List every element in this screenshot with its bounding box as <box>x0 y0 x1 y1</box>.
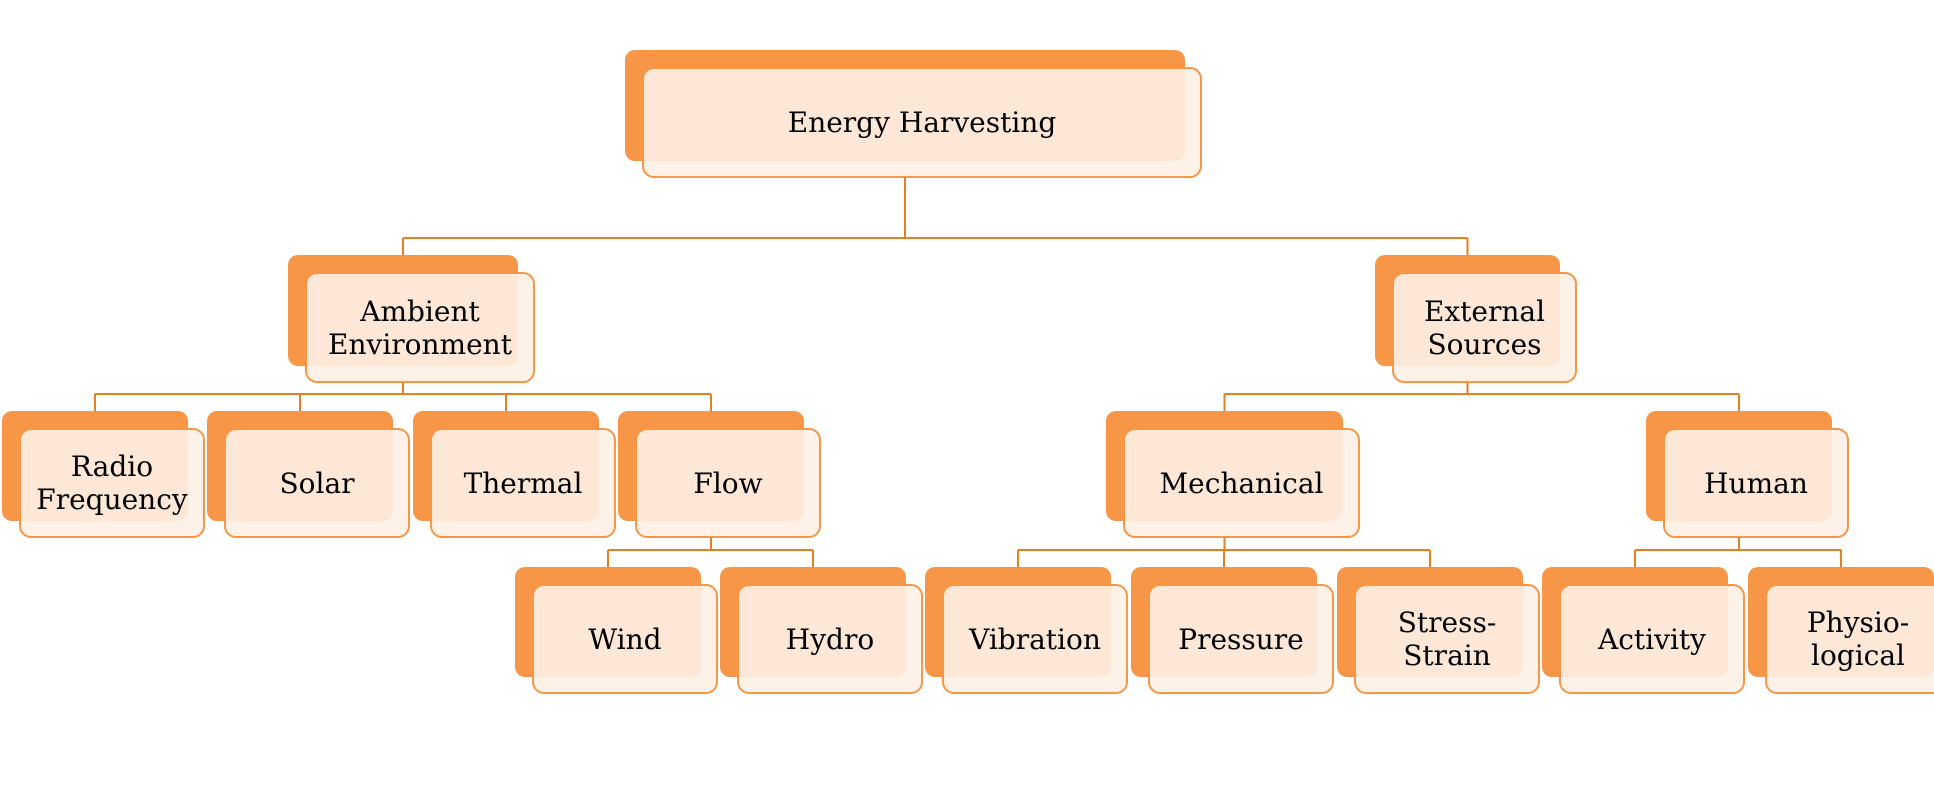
node-card: Vibration <box>942 584 1128 694</box>
node-label: Thermal <box>463 466 583 500</box>
node-card: Human <box>1663 428 1849 538</box>
node-card: Thermal <box>430 428 616 538</box>
node-card: Radio Frequency <box>19 428 205 538</box>
node-label: Solar <box>279 466 355 500</box>
node-card: Solar <box>224 428 410 538</box>
node-card: Mechanical <box>1123 428 1360 538</box>
node-card: Wind <box>532 584 718 694</box>
node-thermal: Thermal <box>413 411 616 552</box>
node-card: Energy Harvesting <box>642 67 1202 178</box>
node-card: Ambient Environment <box>305 272 535 383</box>
node-label: Energy Harvesting <box>787 106 1057 139</box>
node-pressure: Pressure <box>1131 567 1334 708</box>
node-label: Pressure <box>1178 622 1304 656</box>
node-vibration: Vibration <box>925 567 1128 708</box>
node-label: External Sources <box>1423 294 1546 361</box>
node-card: Physio- logical <box>1765 584 1934 694</box>
node-external-sources: External Sources <box>1375 255 1577 397</box>
node-label: Activity <box>1598 622 1706 656</box>
node-radio-frequency: Radio Frequency <box>2 411 205 552</box>
node-label: Vibration <box>969 622 1101 656</box>
node-card: Pressure <box>1148 584 1334 694</box>
node-card: Flow <box>635 428 821 538</box>
node-hydro: Hydro <box>720 567 923 708</box>
node-card: Stress- Strain <box>1354 584 1540 694</box>
node-label: Wind <box>588 622 662 656</box>
node-label: Stress- Strain <box>1397 606 1497 672</box>
node-label: Hydro <box>785 622 875 656</box>
node-label: Flow <box>693 466 763 500</box>
node-human: Human <box>1646 411 1849 552</box>
node-solar: Solar <box>207 411 410 552</box>
node-card: Activity <box>1559 584 1745 694</box>
node-wind: Wind <box>515 567 718 708</box>
node-physiological: Physio- logical <box>1748 567 1934 708</box>
node-label: Physio- logical <box>1806 606 1910 672</box>
node-stress-strain: Stress- Strain <box>1337 567 1540 708</box>
node-label: Radio Frequency <box>36 450 188 516</box>
node-label: Human <box>1704 466 1808 500</box>
node-mechanical: Mechanical <box>1106 411 1360 552</box>
node-card: External Sources <box>1392 272 1577 383</box>
node-flow: Flow <box>618 411 821 552</box>
node-label: Mechanical <box>1159 466 1324 500</box>
node-card: Hydro <box>737 584 923 694</box>
node-ambient-environment: Ambient Environment <box>288 255 535 397</box>
node-energy-harvesting: Energy Harvesting <box>625 50 1202 192</box>
node-label: Ambient Environment <box>328 294 512 361</box>
node-activity: Activity <box>1542 567 1745 708</box>
